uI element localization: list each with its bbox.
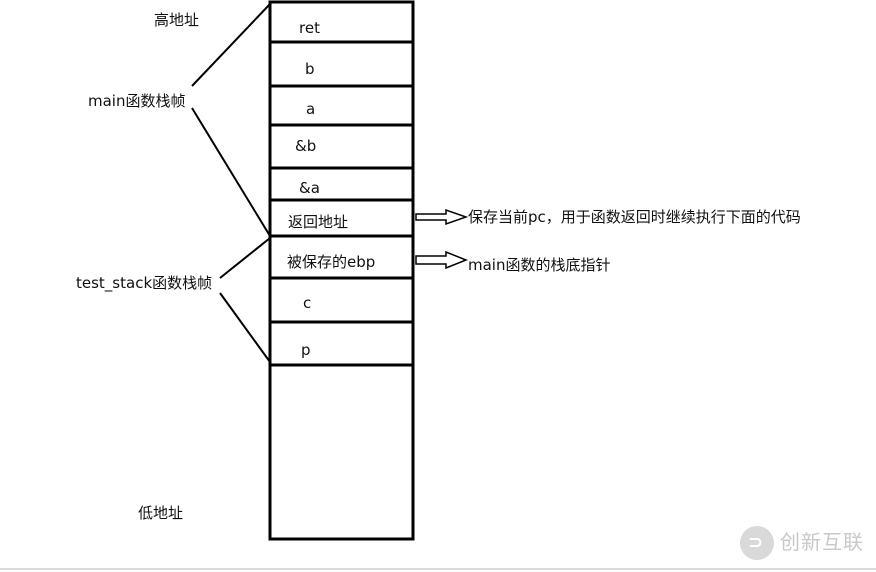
saved-ebp-note: main函数的栈底指针 bbox=[468, 256, 611, 274]
main-frame-bracket bbox=[191, 3, 271, 237]
stack-cell-addr-b: &b bbox=[295, 137, 317, 155]
stack-cell-a: a bbox=[306, 100, 316, 118]
stack-cell-p: p bbox=[301, 341, 311, 359]
stack-cell-c: c bbox=[303, 294, 312, 312]
watermark-text: 创新互联 bbox=[780, 530, 864, 554]
stack-cell-b: b bbox=[305, 60, 315, 78]
test-stack-frame-bracket bbox=[219, 237, 271, 363]
return-address-note: 保存当前pc，用于函数返回时继续执行下面的代码 bbox=[468, 208, 801, 226]
stack-cell-ret: ret bbox=[299, 19, 320, 37]
stack-outline bbox=[268, 0, 415, 541]
high-address-label: 高地址 bbox=[154, 11, 200, 29]
watermark: ⊃ 创新互联 bbox=[740, 524, 876, 564]
stack-cell-saved-ebp: 被保存的ebp bbox=[287, 253, 376, 271]
low-address-label: 低地址 bbox=[138, 504, 184, 522]
test-stack-frame-label: test_stack函数栈帧 bbox=[76, 274, 213, 292]
main-frame-label: main函数栈帧 bbox=[88, 92, 186, 110]
return-address-arrow bbox=[415, 208, 469, 226]
saved-ebp-arrow bbox=[415, 250, 469, 270]
stack-cell-addr-a: &a bbox=[299, 179, 320, 197]
stack-cell-return-address: 返回地址 bbox=[288, 213, 349, 231]
watermark-logo-icon: ⊃ bbox=[740, 526, 774, 560]
cell-dividers bbox=[270, 40, 413, 367]
